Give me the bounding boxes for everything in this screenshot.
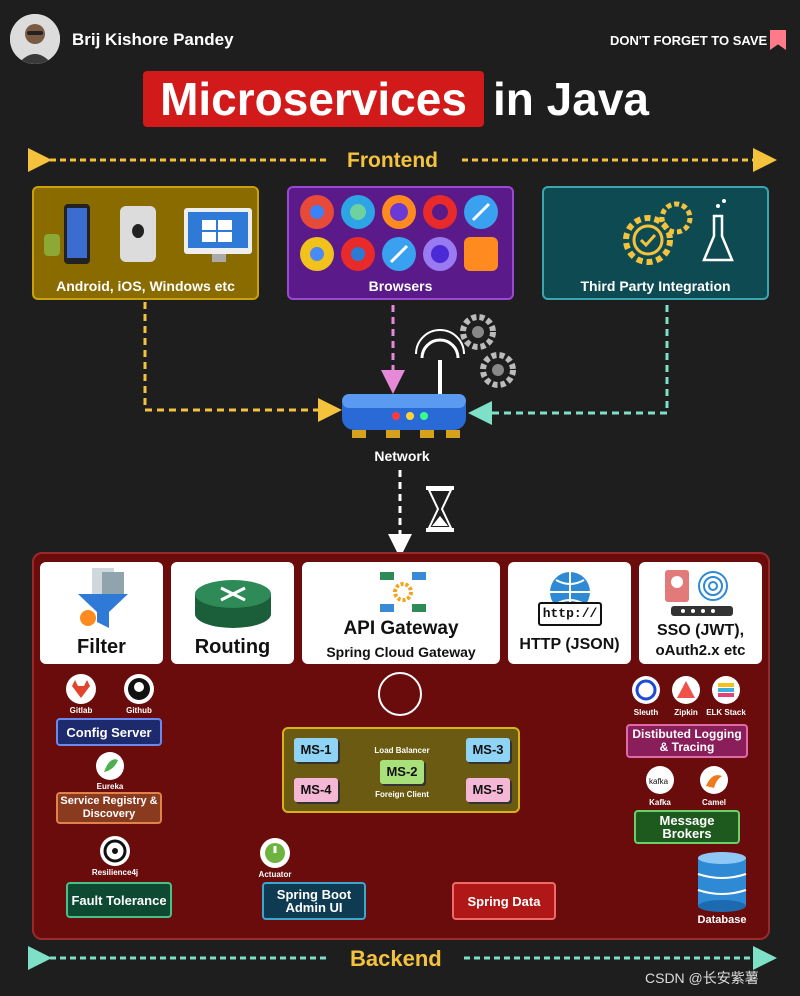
feature-filter-card: Filter xyxy=(40,562,163,664)
feature-gateway-sub: Spring Cloud Gateway xyxy=(326,644,476,660)
author-avatar xyxy=(10,14,60,64)
sleuth-icon xyxy=(632,676,660,704)
github-icon xyxy=(124,674,154,704)
ms-1-box: MS-1 xyxy=(294,738,338,762)
backend-label: Backend xyxy=(346,946,446,972)
sleuth-label: Sleuth xyxy=(633,708,659,717)
feature-sso-label: SSO (JWT), xyxy=(656,622,745,639)
hourglass-icon xyxy=(426,486,454,532)
kafka-label: Kafka xyxy=(649,798,671,807)
client-thirdparty-label: Third Party Integration xyxy=(580,278,731,294)
http-badge: http:// xyxy=(538,602,602,626)
gitlab-icon xyxy=(66,674,96,704)
ms-2-box: MS-2 xyxy=(380,760,424,784)
fault-tolerance-box: Fault Tolerance xyxy=(66,882,172,918)
bookmark-icon xyxy=(770,30,786,50)
elk-label: ELK Stack xyxy=(706,708,746,717)
camel-icon xyxy=(700,766,728,794)
ms-5-box: MS-5 xyxy=(466,778,510,802)
network-label: Network xyxy=(374,448,430,464)
resilience4j-icon xyxy=(100,836,130,866)
service-registry-box: Service Registry & Discovery xyxy=(56,792,162,824)
zipkin-label: Zipkin xyxy=(674,708,698,717)
gateway-icon xyxy=(380,572,426,612)
github-label: Github xyxy=(126,706,152,715)
database-icon xyxy=(697,852,747,912)
browser-icons xyxy=(300,195,498,271)
watermark: CSDN @长安紫薯 xyxy=(645,970,759,986)
foreign-client-label: Foreign Client xyxy=(375,790,429,799)
feature-routing-label: Routing xyxy=(194,636,271,658)
gears-flask-icon xyxy=(623,199,734,265)
camel-label: Camel xyxy=(701,798,726,807)
feature-gateway-card: API Gateway Spring Cloud Gateway xyxy=(302,562,500,664)
client-browsers-label: Browsers xyxy=(368,278,433,294)
config-server-box: Config Server xyxy=(56,718,162,746)
eureka-label: Eureka xyxy=(96,782,124,791)
title-rest: in Java xyxy=(493,73,649,125)
author-name: Brij Kishore Pandey xyxy=(72,30,234,49)
ms-4-box: MS-4 xyxy=(294,778,338,802)
fingerprint-icon xyxy=(665,570,733,616)
devices-icon xyxy=(44,204,252,264)
router-cylinder-icon xyxy=(195,580,271,628)
elk-icon xyxy=(712,676,740,704)
kafka-logo-text: kafka xyxy=(649,777,669,786)
placeholder-circle xyxy=(378,672,422,716)
save-reminder: DON'T FORGET TO SAVE xyxy=(610,33,768,48)
funnel-icon xyxy=(78,568,128,628)
client-mobile-card: Android, iOS, Windows etc xyxy=(32,186,259,300)
feature-http-card: http:// HTTP (JSON) xyxy=(508,562,631,664)
client-mobile-label: Android, iOS, Windows etc xyxy=(56,278,235,294)
actuator-icon xyxy=(260,838,290,868)
feature-http-label: HTTP (JSON) xyxy=(519,636,620,653)
load-balancer-label: Load Balancer xyxy=(374,746,430,755)
client-thirdparty-card: Third Party Integration xyxy=(542,186,769,300)
resilience4j-label: Resilience4j xyxy=(91,868,139,877)
globe-icon xyxy=(550,572,590,608)
title-highlight-box xyxy=(143,71,484,127)
message-brokers-box: Message Brokers xyxy=(634,810,740,844)
feature-routing-card: Routing xyxy=(171,562,294,664)
client-browsers-card: Browsers xyxy=(287,186,514,300)
spring-data-box: Spring Data xyxy=(452,882,556,920)
feature-gateway-label: API Gateway xyxy=(343,618,459,639)
eureka-icon xyxy=(96,752,124,780)
database-label: Database xyxy=(697,914,747,926)
feature-sso-card: SSO (JWT), oAuth2.x etc xyxy=(639,562,762,664)
gitlab-label: Gitlab xyxy=(69,706,93,715)
zipkin-icon xyxy=(672,676,700,704)
logging-tracing-box: Distibuted Logging & Tracing xyxy=(626,724,748,758)
feature-filter-label: Filter xyxy=(77,636,126,658)
ms-3-box: MS-3 xyxy=(466,738,510,762)
title-highlight: Microservices xyxy=(160,73,467,125)
actuator-label: Actuator xyxy=(258,870,292,879)
frontend-label: Frontend xyxy=(343,149,442,173)
kafka-icon: kafka xyxy=(646,766,674,794)
router-icon xyxy=(342,314,516,438)
admin-ui-box: Spring Boot Admin UI xyxy=(262,882,366,920)
feature-sso-sub: oAuth2.x etc xyxy=(655,642,746,659)
